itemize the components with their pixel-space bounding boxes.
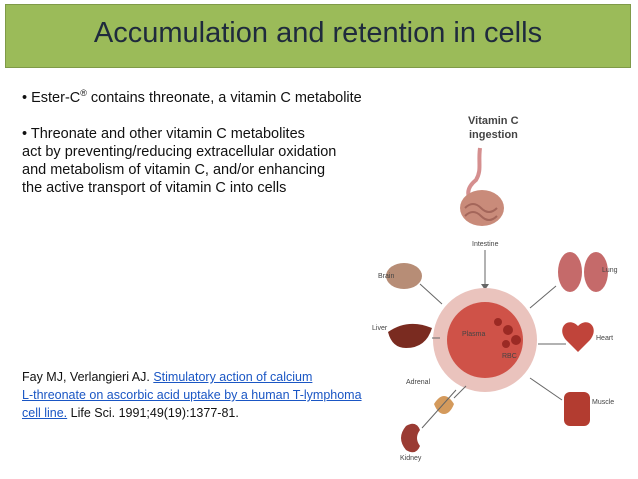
- muscle-icon: [564, 392, 590, 426]
- figure-title-line2: ingestion: [469, 129, 518, 141]
- brain-icon: [386, 263, 422, 289]
- plasma-label: Plasma: [462, 331, 485, 338]
- liver-label: Liver: [372, 325, 388, 332]
- title-bar: Accumulation and retention in cells: [5, 4, 631, 68]
- bullet-threonate: • Threonate and other vitamin C metaboli…: [22, 125, 336, 197]
- intestine-label: Intestine: [472, 241, 499, 248]
- reference-authors: Fay MJ, Verlangieri AJ.: [22, 370, 154, 384]
- slide-title: Accumulation and retention in cells: [93, 17, 543, 49]
- bullet-2-line: the active transport of vitamin C into c…: [22, 180, 287, 196]
- heart-label: Heart: [596, 335, 613, 342]
- muscle-label: Muscle: [592, 399, 614, 406]
- bullet-1-prefix: • Ester-C: [22, 89, 81, 106]
- bullet-2-line: and metabolism of vitamin C, and/or enha…: [22, 162, 326, 178]
- brain-label: Brain: [378, 273, 394, 280]
- plasma-inner-circle: [447, 302, 523, 378]
- bullet-1-text: contains threonate, a vitamin C metaboli…: [86, 89, 362, 106]
- intestine-icon: [460, 147, 504, 226]
- figure-title-line1: Vitamin C: [468, 115, 519, 127]
- vitamin-c-distribution-figure: Vitamin C ingestion Intestine Plasma RBC…: [372, 115, 618, 462]
- liver-icon: [388, 323, 432, 348]
- heart-icon: [562, 322, 594, 352]
- adrenal-label: Adrenal: [406, 379, 431, 386]
- lung-label: Lung: [602, 267, 618, 274]
- lung-icon: [558, 252, 608, 292]
- kidney-label: Kidney: [400, 455, 422, 462]
- bullet-2-line: • Threonate and other vitamin C metaboli…: [22, 126, 305, 142]
- registered-mark: ®: [80, 88, 87, 98]
- rbc-label: RBC: [502, 353, 517, 360]
- kidney-icon: [401, 423, 420, 453]
- reference-citation: Life Sci. 1991;49(19):1377-81.: [67, 406, 239, 420]
- bullet-ester-c: • Ester-C® contains threonate, a vitamin…: [22, 84, 362, 107]
- reference: Fay MJ, Verlangieri AJ. Stimulatory acti…: [22, 368, 362, 422]
- bullet-2-line: act by preventing/reducing extracellular…: [22, 144, 337, 160]
